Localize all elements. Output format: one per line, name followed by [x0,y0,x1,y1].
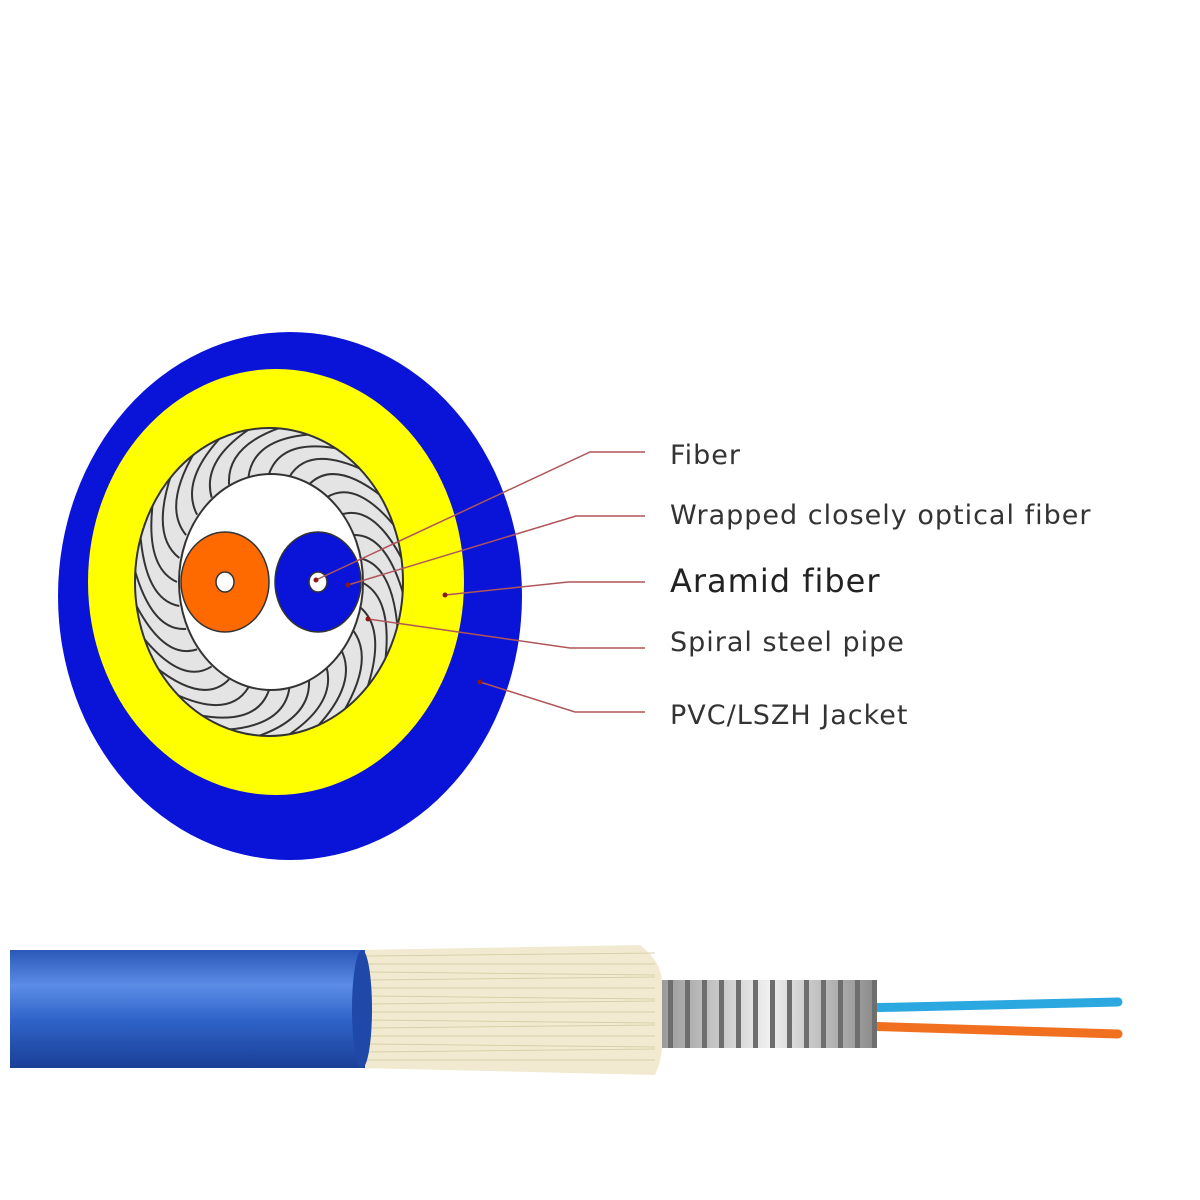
coil [753,980,758,1048]
coil [787,980,792,1048]
spiral-stroke [254,679,310,736]
cross-section [58,332,522,860]
label-aramid-fiber: Aramid fiber [670,562,881,600]
spiral-stroke [161,472,180,559]
blue-fiber-core [308,571,328,593]
label-spiral-steel-pipe: Spiral steel pipe [670,627,905,658]
steel-coils [668,980,877,1048]
spiral-stroke [150,500,178,583]
leader-wrapped [347,515,645,586]
coil [685,980,690,1048]
spiral-stroke [358,556,399,632]
spiral-stroke [208,428,253,498]
spiral-stroke [135,600,198,653]
spiral-stroke [358,605,377,692]
spiral-strokes [135,428,403,736]
coil [804,980,809,1048]
cable-side-view [10,945,1123,1075]
aramid-strand [364,1019,656,1024]
orange-fiber-strand [855,1021,1123,1039]
spiral-stroke [340,511,403,564]
aramid-strand [364,1024,656,1029]
coil [872,980,877,1048]
spiral-stroke [175,450,197,536]
spiral-stroke [197,689,270,719]
spiral-stroke [225,687,291,731]
coil [838,980,843,1048]
inner-tube [178,473,364,691]
spiral-stroke [288,458,365,478]
spiral-stroke [314,648,347,730]
orange-fiber-core [215,571,235,593]
label-fiber: Fiber [670,440,741,471]
spiral-stroke [285,666,330,736]
aramid-strand [364,976,656,981]
aramid-strands [364,952,656,1061]
label-jacket: PVC/LSZH Jacket [670,700,909,731]
aramid-strand [364,952,656,957]
coil [855,980,860,1048]
leader-dots [313,577,483,685]
aramid-strand [364,995,656,1000]
spiral-stroke [154,665,230,691]
leader-jacket [479,681,645,713]
spiral-stroke [135,565,187,630]
leader-spiral [367,618,645,649]
spiral-stroke [308,473,384,499]
coil [668,980,673,1048]
steel-pipe-side [662,980,876,1048]
label-wrapped-fiber: Wrapped closely optical fiber [670,500,1092,531]
coil [736,980,741,1048]
spiral-stroke [191,434,224,516]
jacket-side [10,950,365,1068]
aramid-strand [364,971,656,976]
jacket-end [352,950,372,1068]
aramid-strand [364,1048,656,1053]
spiral-stroke [325,491,398,530]
spiral-stroke [139,532,180,608]
spiral-stroke [140,634,213,673]
coil [719,980,724,1048]
spiral-stroke [228,428,284,485]
leader-aramid [444,581,645,596]
spiral-stroke [268,445,341,475]
leader-fiber [315,451,645,581]
spiral-stroke [360,581,388,664]
spiral-stroke [247,433,313,477]
coil [702,980,707,1048]
aramid-strand [364,1000,656,1005]
blue-fiber-strand [855,997,1123,1013]
leader-lines [315,451,645,713]
aramid-strand [364,1043,656,1048]
spiral-stroke [173,686,250,706]
coil [770,980,775,1048]
coil [821,980,826,1048]
spiral-stroke [341,628,363,714]
